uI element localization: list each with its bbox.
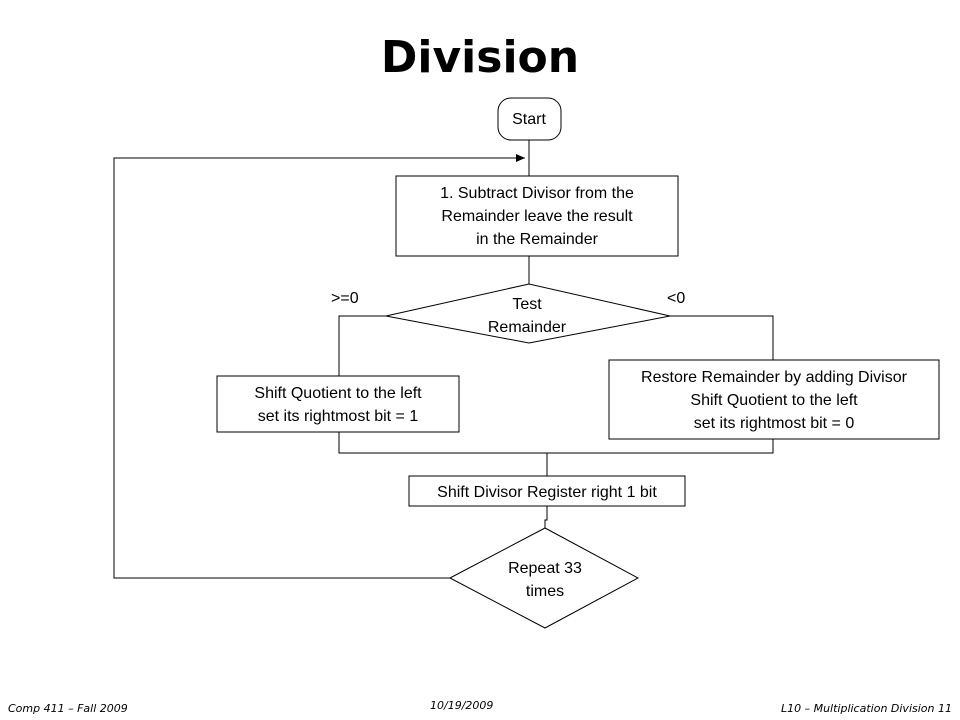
start-label: Start xyxy=(512,111,546,128)
subtract-step-line-1: 1. Subtract Divisor from the xyxy=(440,185,634,202)
shift-quotient-one-line-2: set its rightmost bit = 1 xyxy=(258,408,419,425)
footer-lecture: L10 – Multiplication Division 11 xyxy=(780,702,952,715)
repeat-label-line-2: times xyxy=(526,583,564,600)
start-node: Start xyxy=(497,97,562,141)
test-label-line-2: Remainder xyxy=(488,319,567,336)
connector-lines xyxy=(113,140,774,579)
test-label-line-1: Test xyxy=(512,296,542,313)
restore-remainder-box: Restore Remainder by adding Divisor Shif… xyxy=(608,359,940,440)
restore-line-2: Shift Quotient to the left xyxy=(690,392,858,409)
slide-title: Division xyxy=(380,32,580,83)
ge-zero-label: >=0 xyxy=(331,290,359,307)
merge-line xyxy=(338,432,774,454)
shift-divisor-box: Shift Divisor Register right 1 bit xyxy=(408,475,686,507)
loop-back-arrow xyxy=(113,154,525,579)
shift-quotient-set-one-box: Shift Quotient to the left set its right… xyxy=(216,375,460,433)
shift-divisor-to-repeat-line xyxy=(544,506,548,528)
shift-quotient-one-line-1: Shift Quotient to the left xyxy=(254,385,422,402)
restore-line-1: Restore Remainder by adding Divisor xyxy=(641,369,908,386)
subtract-step-line-2: Remainder leave the result xyxy=(441,208,633,225)
test-remainder-decision: Test Remainder xyxy=(385,283,671,344)
repeat-decision: Repeat 33 times xyxy=(448,527,640,629)
footer-date: 10/19/2009 xyxy=(430,699,494,712)
ge-zero-branch-line xyxy=(338,315,386,376)
footer-course: Comp 411 – Fall 2009 xyxy=(8,702,128,715)
shift-divisor-label: Shift Divisor Register right 1 bit xyxy=(437,484,657,501)
lt-zero-label: <0 xyxy=(667,290,685,307)
lt-zero-branch-line xyxy=(670,315,774,360)
subtract-step-box: 1. Subtract Divisor from the Remainder l… xyxy=(395,175,679,257)
subtract-step-line-3: in the Remainder xyxy=(476,231,599,248)
restore-line-3: set its rightmost bit = 0 xyxy=(694,415,855,432)
repeat-label-line-1: Repeat 33 xyxy=(508,560,582,577)
